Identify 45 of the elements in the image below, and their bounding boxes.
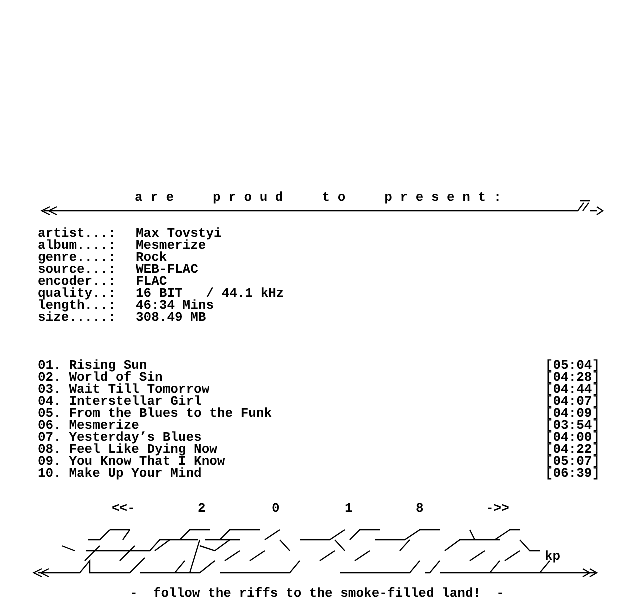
field-value: 46:34 Mins	[136, 300, 214, 312]
track-title: 01. Rising Sun	[38, 360, 148, 372]
track-duration: [04:09]	[545, 408, 600, 420]
track-duration: [05:07]	[545, 456, 600, 468]
track-title: 07. Yesterday’s Blues	[38, 432, 202, 444]
field-label: artist...:	[38, 228, 116, 240]
field-label: encoder..:	[38, 276, 116, 288]
signature-text: kp	[545, 551, 561, 563]
year-digit: 0	[272, 503, 280, 515]
track-title: 10. Make Up Your Mind	[38, 468, 202, 480]
track-title: 08. Feel Like Dying Now	[38, 444, 218, 456]
field-value: FLAC	[136, 276, 168, 288]
field-value: Rock	[136, 252, 168, 264]
track-duration: [04:00]	[545, 432, 600, 444]
year-digit: 8	[416, 503, 424, 515]
field-label: quality..:	[38, 288, 116, 300]
year-digit: 1	[345, 503, 353, 515]
track-title: 02. World of Sin	[38, 372, 163, 384]
field-label: source...:	[38, 264, 116, 276]
arrow-text: <<-	[112, 503, 136, 515]
track-title: 05. From the Blues to the Funk	[38, 408, 272, 420]
field-label: album....:	[38, 240, 116, 252]
footer-slogan: - follow the riffs to the smoke-filled land! -	[130, 588, 504, 600]
track-duration: [04:22]	[545, 444, 600, 456]
field-value: Max Tovstyi	[136, 228, 222, 240]
arrow-text: ->>	[486, 503, 510, 515]
track-duration: [05:04]	[545, 360, 600, 372]
tagline: a r e p r o u d t o p r e s e n t :	[135, 192, 502, 204]
track-duration: [04:44]	[545, 384, 600, 396]
track-title: 04. Interstellar Girl	[38, 396, 202, 408]
field-value: 308.49 MB	[136, 312, 206, 324]
year-digit: 2	[198, 503, 206, 515]
track-title: 03. Wait Till Tomorrow	[38, 384, 210, 396]
field-label: genre....:	[38, 252, 116, 264]
field-value: 16 BIT / 44.1 kHz	[136, 288, 284, 300]
track-title: 09. You Know That I Know	[38, 456, 226, 468]
track-title: 06. Mesmerize	[38, 420, 140, 432]
field-value: WEB-FLAC	[136, 264, 198, 276]
track-duration: [03:54]	[545, 420, 600, 432]
track-duration: [04:28]	[545, 372, 600, 384]
track-duration: [06:39]	[545, 468, 600, 480]
field-label: size.....:	[38, 312, 116, 324]
track-duration: [04:07]	[545, 396, 600, 408]
field-value: Mesmerize	[136, 240, 206, 252]
field-label: length...:	[38, 300, 116, 312]
